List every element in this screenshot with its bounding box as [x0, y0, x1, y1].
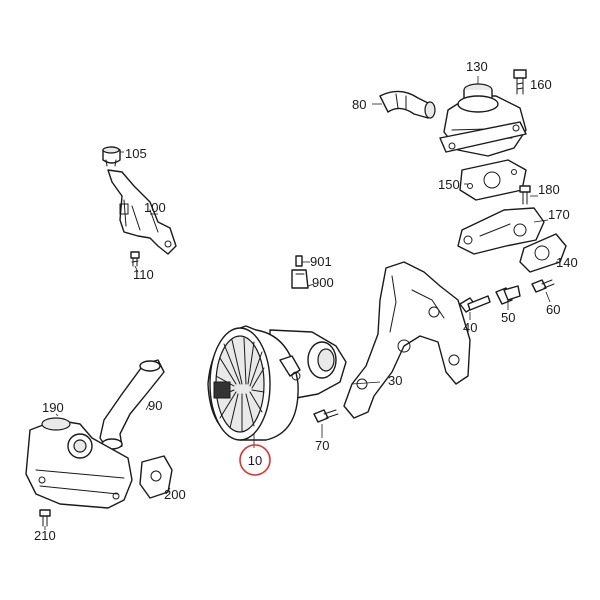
- part-900-connector: [291, 269, 309, 289]
- part-140-gasket: [519, 233, 567, 273]
- callout-200[interactable]: 200: [164, 487, 186, 502]
- part-200-gasket: [139, 455, 173, 499]
- callout-140[interactable]: 140: [556, 255, 578, 270]
- callout-190[interactable]: 190: [42, 400, 64, 415]
- callout-40[interactable]: 40: [463, 320, 477, 335]
- part-901-pin: [295, 255, 303, 267]
- part-80-hose: [379, 90, 436, 119]
- part-60-bolt: [531, 279, 555, 293]
- callout-30[interactable]: 30: [388, 373, 402, 388]
- callout-70[interactable]: 70: [315, 438, 329, 453]
- callout-60[interactable]: 60: [546, 302, 560, 317]
- callout-leaders: [44, 76, 558, 530]
- part-210-bolt: [39, 509, 51, 527]
- part-30-bracket: [343, 261, 471, 419]
- highlight-circle: [239, 444, 271, 476]
- callout-labels: 10 30 40 50 60 70 80 90 100 105 110 130 …: [34, 59, 578, 543]
- callout-150[interactable]: 150: [438, 177, 460, 192]
- part-70-bolt: [313, 409, 339, 423]
- part-160-bolt: [513, 69, 527, 95]
- part-110-bolt: [130, 251, 140, 267]
- callout-900[interactable]: 900: [312, 275, 334, 290]
- part-130-valve: [439, 83, 527, 157]
- callout-180[interactable]: 180: [538, 182, 560, 197]
- part-150-gasket: [459, 159, 527, 201]
- part-100-bracket: [107, 169, 177, 255]
- callout-901[interactable]: 901: [310, 254, 332, 269]
- callout-90[interactable]: 90: [148, 398, 162, 413]
- callout-170[interactable]: 170: [548, 207, 570, 222]
- callout-50[interactable]: 50: [501, 310, 515, 325]
- callout-130[interactable]: 130: [466, 59, 488, 74]
- part-10-air-pump: [207, 325, 347, 441]
- part-190-valve: [25, 417, 133, 509]
- part-105-clip: [102, 146, 121, 167]
- callout-160[interactable]: 160: [530, 77, 552, 92]
- part-40-bolt: [459, 295, 491, 313]
- callout-210[interactable]: 210: [34, 528, 56, 543]
- callout-80[interactable]: 80: [352, 97, 366, 112]
- part-170-bracket: [457, 207, 545, 255]
- callout-100[interactable]: 100: [144, 200, 166, 215]
- part-90-hose: [99, 359, 165, 451]
- callout-110[interactable]: 110: [133, 267, 154, 282]
- part-180-bolt: [519, 185, 531, 205]
- callout-105[interactable]: 105: [125, 146, 147, 161]
- callout-10[interactable]: 10: [248, 453, 262, 468]
